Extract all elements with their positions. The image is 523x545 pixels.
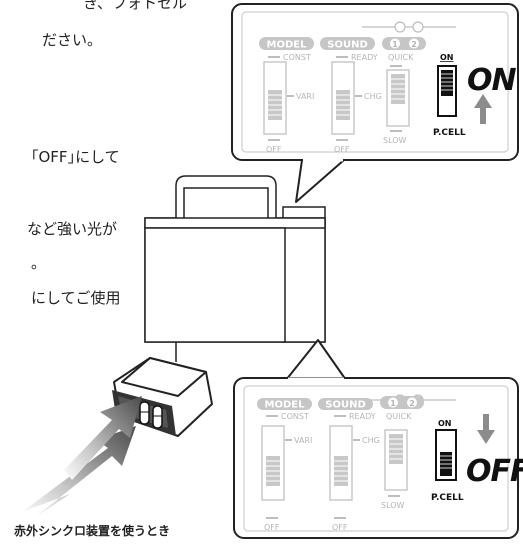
- body-text-line-2: ださい。: [42, 31, 103, 49]
- body-text-line-4: など強い光が: [27, 220, 118, 238]
- model-pill: [257, 398, 312, 410]
- model-pill: [259, 37, 314, 50]
- pcell-label: P.CELL: [433, 128, 466, 138]
- model-pill-label: MODEL: [265, 400, 306, 411]
- rail-circle-icon: [412, 21, 424, 33]
- top-switch-panel: MODEL SOUND 1 2 CONST READY QUICK ON VAR…: [231, 3, 519, 203]
- rail-circle-icon: [394, 21, 406, 33]
- vari-label: VARI: [294, 436, 312, 445]
- chg-label: CHG: [362, 436, 380, 445]
- channel-2-label: 2: [409, 399, 415, 408]
- quick-slow-slider[interactable]: [384, 429, 408, 491]
- channel-1-label: 1: [392, 40, 398, 49]
- infrared-light-ray-icon: [64, 396, 142, 480]
- ready-label: READY: [351, 53, 378, 62]
- channel-2-label: 2: [411, 40, 417, 49]
- const-label: CONST: [283, 53, 311, 62]
- bottom-switch-panel: MODEL SOUND 1 2 CONST READY QUICK ON VAR…: [233, 339, 519, 539]
- channel-pill: [380, 396, 424, 409]
- model-slider[interactable]: [261, 425, 285, 501]
- body-text-line-5: 。: [31, 254, 47, 272]
- pcell-switch[interactable]: [437, 65, 457, 117]
- quick-slow-slider[interactable]: [386, 69, 410, 127]
- sound-pill: [320, 37, 375, 50]
- off-label-1: OFF: [266, 145, 282, 154]
- pcell-switch[interactable]: [435, 429, 457, 481]
- ready-label: READY: [349, 412, 376, 421]
- channel-pill: [382, 37, 426, 50]
- on-label: ON: [438, 419, 452, 428]
- sound-pill-label: SOUND: [327, 40, 368, 51]
- sound-slider[interactable]: [329, 425, 353, 501]
- chg-label: CHG: [364, 92, 382, 101]
- body-text-line-6: にしてご使用: [31, 289, 121, 307]
- slow-label: SLOW: [381, 501, 405, 510]
- figure-caption: 赤外シンクロ装置を使うとき: [14, 524, 171, 538]
- model-slider[interactable]: [263, 61, 287, 135]
- body-text-line-1: き、フォトセル: [83, 0, 187, 12]
- off-label-1: OFF: [264, 523, 280, 532]
- off-label-2: OFF: [332, 523, 348, 532]
- vari-label: VARI: [296, 92, 314, 101]
- sound-pill: [318, 398, 373, 410]
- on-label: ON: [440, 53, 454, 62]
- const-label: CONST: [281, 412, 309, 421]
- pcell-label: P.CELL: [431, 493, 464, 503]
- arrow-up-icon: [474, 94, 492, 124]
- arrow-down-icon: [477, 414, 495, 444]
- channel-1-label: 1: [390, 399, 396, 408]
- off-label-2: OFF: [334, 145, 350, 154]
- camera-body-illustration: [144, 175, 326, 362]
- quick-label: QUICK: [386, 412, 412, 421]
- slow-label: SLOW: [383, 136, 407, 145]
- body-text-line-3: ｢OFF｣にして: [31, 148, 120, 166]
- model-pill-label: MODEL: [267, 40, 308, 51]
- on-state-label: ON: [467, 63, 517, 98]
- sound-slider[interactable]: [331, 61, 355, 135]
- sound-pill-label: SOUND: [325, 400, 366, 411]
- off-state-label: OFF: [466, 454, 523, 489]
- quick-label: QUICK: [388, 53, 414, 62]
